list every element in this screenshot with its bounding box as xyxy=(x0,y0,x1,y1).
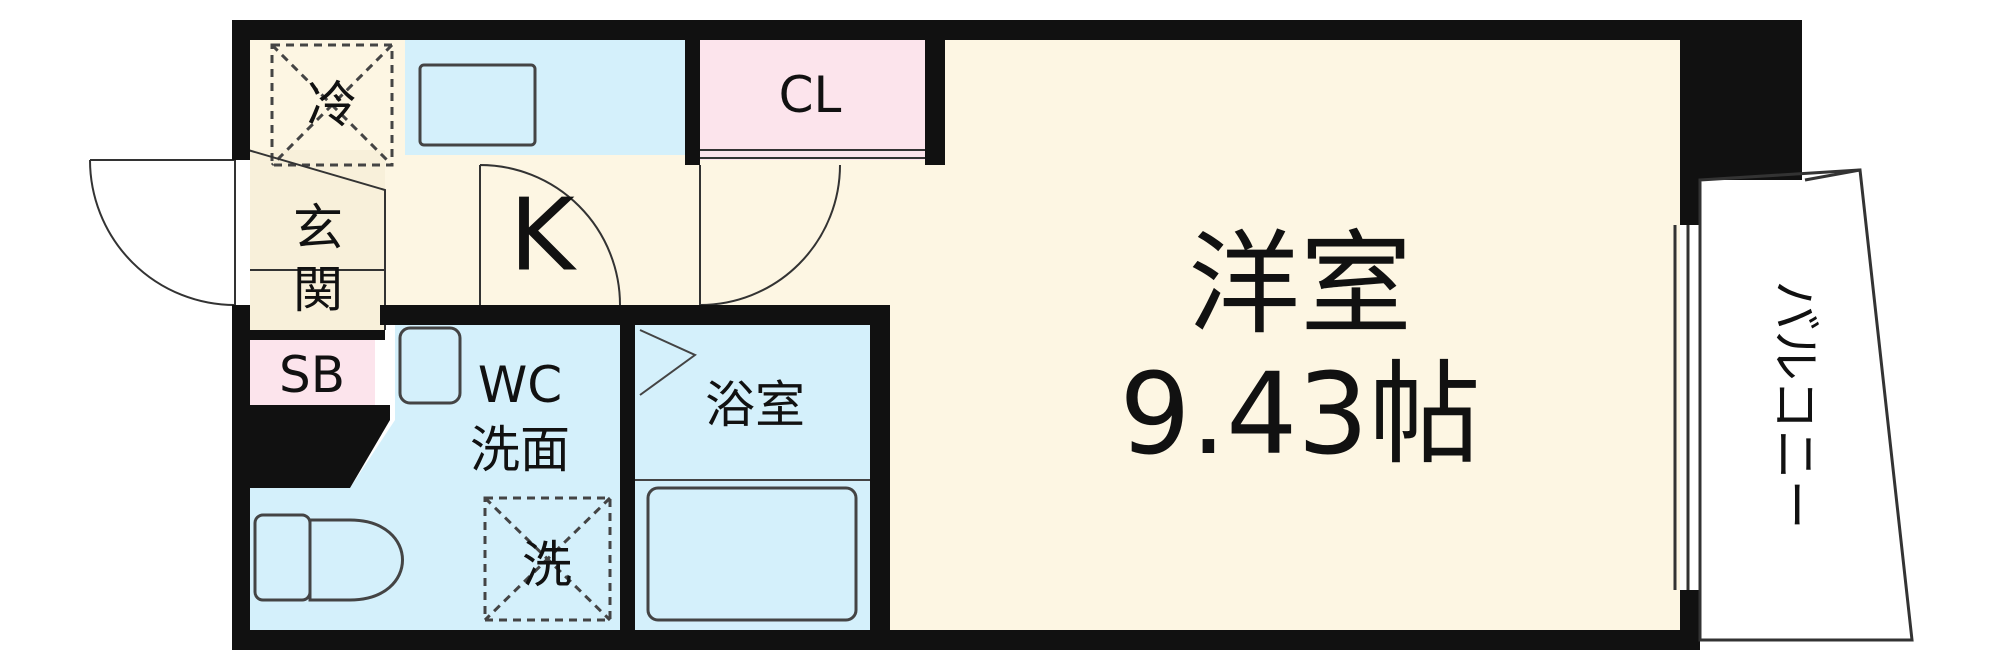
wall-right-lower xyxy=(1680,590,1700,650)
western-room-label-line2: 9.43帖 xyxy=(1119,350,1480,480)
balcony-label: バルコニー xyxy=(1766,281,1824,530)
wc-washroom-label-line2: 洗面 xyxy=(470,421,570,479)
wall-kitchen-bath xyxy=(380,305,890,325)
closet-label: CL xyxy=(779,66,842,124)
western-room-floor xyxy=(880,40,1680,630)
entrance-floor xyxy=(250,150,385,330)
wall-sb-top xyxy=(250,330,385,340)
fixtures xyxy=(253,43,870,622)
wc-washroom-floor xyxy=(250,325,620,630)
wall-closet-right xyxy=(925,20,945,165)
washer-label: 洗 xyxy=(522,536,572,594)
kitchen-sink xyxy=(418,63,537,147)
western-room-door-swing xyxy=(699,164,841,306)
balcony-rail xyxy=(1804,168,1861,182)
wall-bottom xyxy=(232,630,1700,650)
fridge-space xyxy=(270,43,394,167)
wall-top xyxy=(232,20,1802,40)
entrance-frame xyxy=(247,149,386,330)
washbasin xyxy=(398,326,462,405)
wall-bath-right xyxy=(870,305,890,650)
bathtub xyxy=(646,486,858,622)
balcony xyxy=(1698,168,1914,642)
kitchen-label: K xyxy=(509,177,577,294)
bathroom-floor xyxy=(635,322,870,630)
walls xyxy=(232,20,1802,650)
wall-left-upper xyxy=(232,20,250,160)
entrance-label-line2: 関 xyxy=(293,261,343,319)
washer-cross-b xyxy=(483,496,612,622)
western-room-label-line1: 洋室 xyxy=(1188,220,1412,350)
wall-closet-left xyxy=(685,20,700,165)
door-swings xyxy=(89,149,1690,590)
bathroom-door-swing xyxy=(639,329,697,396)
wall-right-upper xyxy=(1680,180,1700,225)
bathroom-label: 浴室 xyxy=(705,376,805,434)
labels: 冷 玄 関 SB K CL WC 洗面 洗 浴室 洋室 9.43帖 バルコニー xyxy=(279,66,1824,594)
kitchen-sink-counter xyxy=(405,40,685,155)
entrance-door-swing xyxy=(89,159,236,307)
shoe-box-floor xyxy=(250,340,375,405)
entrance-label-line1: 玄 xyxy=(293,199,343,257)
wall-wc-bath xyxy=(620,322,635,650)
wc-washroom-label-line1: WC xyxy=(478,356,562,414)
wall-right-pillar xyxy=(1680,20,1802,180)
fridge-label: 冷 xyxy=(307,76,357,134)
wall-pillar-left xyxy=(232,405,390,488)
shoe-box-label: SB xyxy=(279,346,345,404)
fridge-cross-b xyxy=(270,43,394,167)
kitchen-door-swing xyxy=(479,164,621,306)
washer-space xyxy=(483,496,612,622)
toilet-bowl xyxy=(308,518,404,602)
floors xyxy=(250,40,1680,630)
closet-floor xyxy=(700,40,925,160)
balcony-outline xyxy=(1698,168,1914,642)
